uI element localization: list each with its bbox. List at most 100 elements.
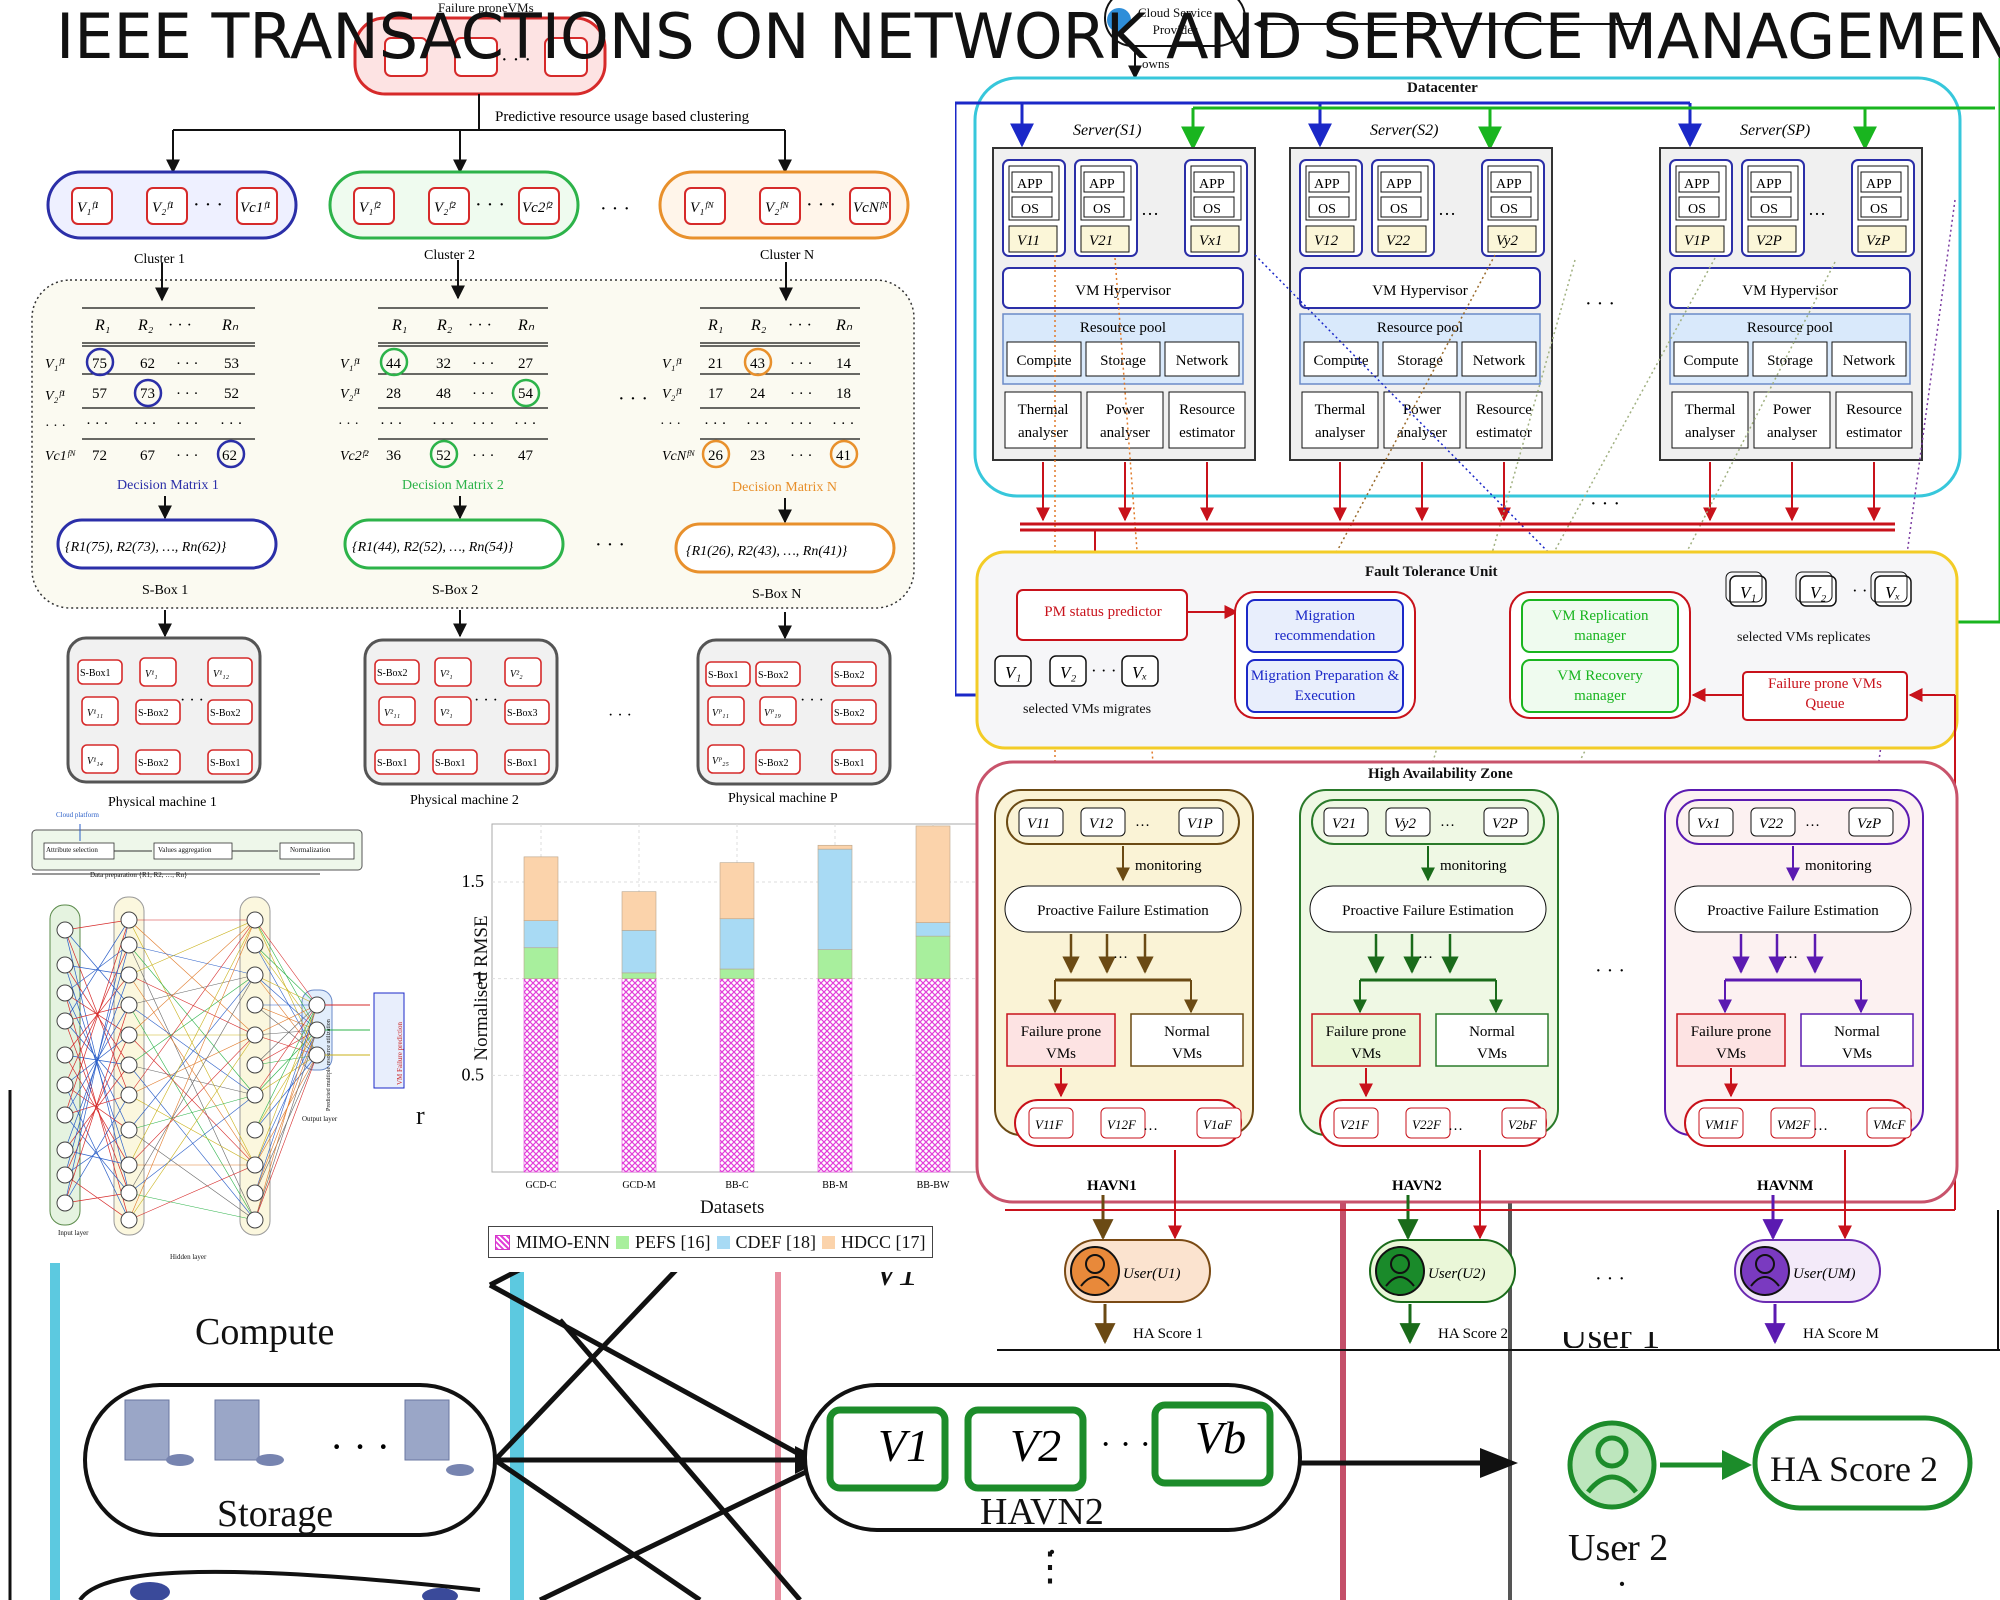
pool-item-box bbox=[1461, 341, 1537, 377]
chart-xtick-label: GCD-C bbox=[525, 1180, 556, 1191]
svg-text:· · ·: · · · bbox=[608, 707, 632, 724]
svg-text:V²₂: V²₂ bbox=[510, 669, 523, 680]
nn-input-node bbox=[56, 1012, 74, 1030]
chart-bar-pefs-gcd-m bbox=[621, 972, 657, 979]
failure-prone-label-2: VMs bbox=[1351, 1046, 1381, 1062]
pool-item-label: Network bbox=[1176, 353, 1229, 369]
svg-text:· · ·: · · · bbox=[475, 194, 505, 216]
vm-id-box bbox=[1008, 225, 1058, 253]
svg-text:V²₁: V²₁ bbox=[440, 708, 453, 719]
normal-vms-label-2: VMs bbox=[1842, 1046, 1872, 1062]
fvm-box bbox=[1405, 1107, 1451, 1139]
nn-input-node bbox=[56, 1194, 74, 1212]
failure-prone-label-1: Failure prone bbox=[1326, 1024, 1407, 1040]
sbox-n-text: {R1(26), R2(43), …, Rn(41)} bbox=[686, 544, 848, 559]
os-label: OS bbox=[1021, 202, 1039, 217]
failure-prone-label-1: Failure prone bbox=[1691, 1024, 1772, 1040]
chart-bar-pefs-bb-m bbox=[817, 949, 853, 979]
legend-pefs: PEFS [16] bbox=[635, 1231, 711, 1252]
pool-item-box bbox=[1752, 341, 1828, 377]
svg-text:· · ·: · · · bbox=[380, 416, 403, 432]
data-prep-svg bbox=[31, 824, 363, 875]
svg-text:V²₁₁: V²₁₁ bbox=[384, 708, 400, 719]
chart-ytick-label: 1 bbox=[475, 968, 484, 988]
legend-swatch-mimo bbox=[495, 1234, 510, 1250]
app-box bbox=[1083, 171, 1125, 193]
os-box bbox=[1011, 196, 1053, 218]
pool-item-box bbox=[1831, 341, 1907, 377]
svg-text:· · ·: · · · bbox=[790, 386, 813, 402]
nn-edge bbox=[128, 1034, 256, 1096]
nn-edge bbox=[64, 1192, 130, 1204]
fvm-ellipsis: … bbox=[1143, 1118, 1158, 1134]
chart-bar-hdcc-bb-c bbox=[719, 862, 755, 920]
server-title: Server(SP) bbox=[1740, 122, 1810, 139]
pm-1-label: Physical machine 1 bbox=[108, 795, 217, 810]
vm-id-label: V12 bbox=[1314, 233, 1339, 249]
os-label: OS bbox=[1390, 202, 1408, 217]
svg-text:S-Box2: S-Box2 bbox=[758, 758, 789, 769]
nn-input-node bbox=[56, 1076, 74, 1094]
fvm-label: V11F bbox=[1035, 1117, 1064, 1132]
chart-ytick-label: 0.5 bbox=[462, 1064, 485, 1084]
pool-item-box bbox=[1382, 341, 1458, 377]
os-box bbox=[1308, 196, 1350, 218]
svg-text:18: 18 bbox=[836, 386, 851, 402]
decision-matrix-n-caption: Decision Matrix N bbox=[732, 480, 837, 495]
fvm-ellipsis: … bbox=[1448, 1118, 1463, 1134]
ha-score-label: HA Score 1 bbox=[1133, 1326, 1203, 1342]
svg-text:·: · bbox=[1619, 1528, 1631, 1568]
svg-text:V₁ᶠᴺ: V₁ᶠᴺ bbox=[690, 200, 715, 216]
svg-text:R₁: R₁ bbox=[94, 317, 110, 334]
nn-edge bbox=[128, 944, 256, 976]
ha-vm-ellipsis: … bbox=[1440, 814, 1455, 830]
vm-id-label: Vy2 bbox=[1496, 233, 1518, 249]
sbox-n-label: S-Box N bbox=[752, 587, 801, 602]
svg-text:Vₓ: Vₓ bbox=[1885, 583, 1900, 602]
vm-id-box bbox=[1305, 225, 1355, 253]
svg-text:52: 52 bbox=[224, 386, 239, 402]
svg-text:53: 53 bbox=[224, 356, 239, 372]
bottom-user2-label: User 2 bbox=[1568, 1527, 1669, 1569]
clustering-label: Predictive resource usage based clusteri… bbox=[495, 109, 750, 125]
app-label: APP bbox=[1756, 177, 1782, 192]
analyser-label-line2: estimator bbox=[1476, 425, 1532, 441]
nn-edge bbox=[128, 919, 256, 1166]
svg-text:· · ·: · · · bbox=[790, 356, 813, 372]
svg-text:· · ·: · · · bbox=[468, 317, 492, 334]
fvm-label: VM1F bbox=[1705, 1117, 1739, 1132]
migration-recommendation: Migration recommendation bbox=[1274, 608, 1376, 644]
nn-edge bbox=[128, 919, 256, 1221]
nn-edge bbox=[128, 1004, 256, 1096]
selected-migrates-label: selected VMs migrates bbox=[1023, 702, 1152, 717]
havn-label: HAVNM bbox=[1757, 1178, 1813, 1194]
fvm-label: V1aF bbox=[1203, 1117, 1233, 1132]
fvm-box bbox=[1196, 1107, 1242, 1139]
vm-id-box bbox=[1190, 225, 1240, 253]
svg-text:S-Box1: S-Box1 bbox=[507, 758, 538, 769]
server-title: Server(S1) bbox=[1073, 122, 1141, 139]
nn-edge bbox=[128, 1064, 256, 1221]
nn-hidden-node bbox=[246, 1156, 264, 1174]
svg-text:Vᴾ₂₅: Vᴾ₂₅ bbox=[712, 756, 729, 767]
chart-bar-hdcc-bb-bw bbox=[915, 825, 951, 923]
svg-text:· · ·: · · · bbox=[514, 416, 537, 432]
svg-text:S-Box1: S-Box1 bbox=[377, 758, 408, 769]
app-box bbox=[1011, 171, 1053, 193]
chart-bar-pefs-bb-c bbox=[719, 968, 755, 979]
proactive-box bbox=[1004, 885, 1242, 933]
os-box bbox=[1380, 196, 1422, 218]
ha-vm-label: Vy2 bbox=[1394, 816, 1416, 832]
svg-text:S-Box2: S-Box2 bbox=[758, 670, 789, 681]
app-box bbox=[1860, 171, 1902, 193]
nn-edge bbox=[128, 974, 256, 1194]
vm-recovery-manager: VM Recovery manager bbox=[1557, 668, 1643, 704]
svg-text:V₁ᶠ¹: V₁ᶠ¹ bbox=[662, 357, 682, 372]
fvm-box bbox=[1501, 1107, 1547, 1139]
chart-bar-mimo-enn-gcd-m bbox=[621, 978, 657, 1173]
app-label: APP bbox=[1089, 177, 1115, 192]
nn-hidden-node bbox=[246, 1184, 264, 1202]
svg-text:VcNᶠᴺ: VcNᶠᴺ bbox=[853, 200, 889, 216]
vm-id-label: V21 bbox=[1089, 233, 1113, 249]
